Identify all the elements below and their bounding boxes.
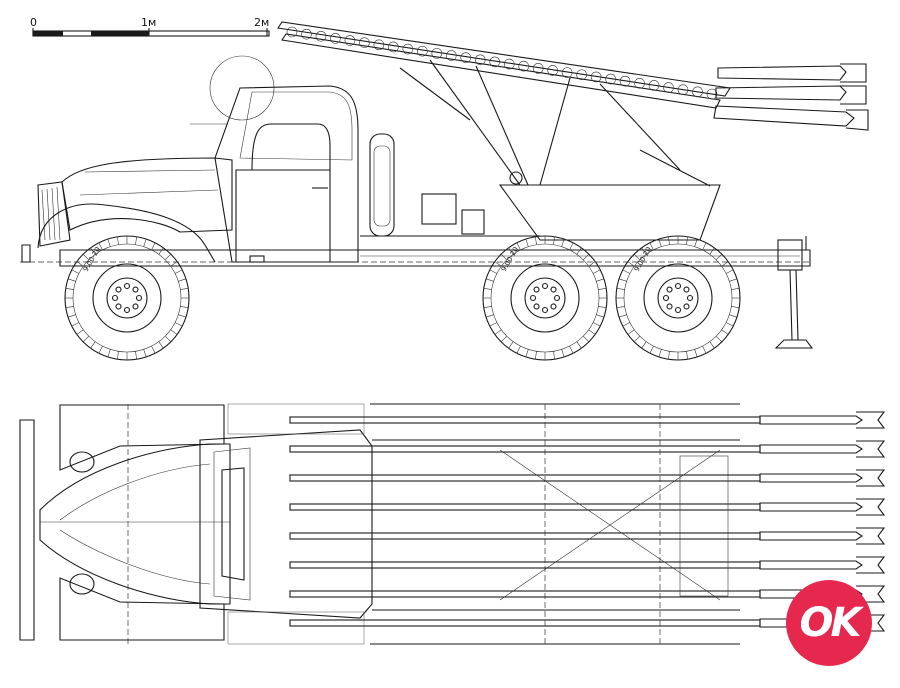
- scale-bar: 0 1м 2м: [30, 16, 270, 37]
- top-view: [19, 403, 886, 645]
- rocket-tube: [289, 498, 886, 516]
- scale-label-1m: 1м: [141, 16, 156, 29]
- wheel: 9.00-20: [615, 235, 741, 361]
- launcher-rail: [277, 21, 731, 109]
- rocket-tube: [289, 527, 886, 545]
- outrigger-jack: [774, 236, 814, 349]
- rocket-tube: [289, 469, 886, 487]
- rocket-tube: [289, 440, 886, 458]
- wheel: 9.00-20: [64, 235, 190, 361]
- scale-label-0: 0: [30, 16, 37, 29]
- wheel: 9.00-20: [482, 235, 608, 361]
- ok-logo-text: OK: [799, 600, 862, 646]
- rocket-tube: [289, 411, 886, 429]
- rocket-tube: [289, 556, 886, 574]
- ok-logo: OK: [786, 580, 872, 666]
- tread-plate: [227, 403, 365, 645]
- scale-label-2m: 2м: [254, 16, 269, 29]
